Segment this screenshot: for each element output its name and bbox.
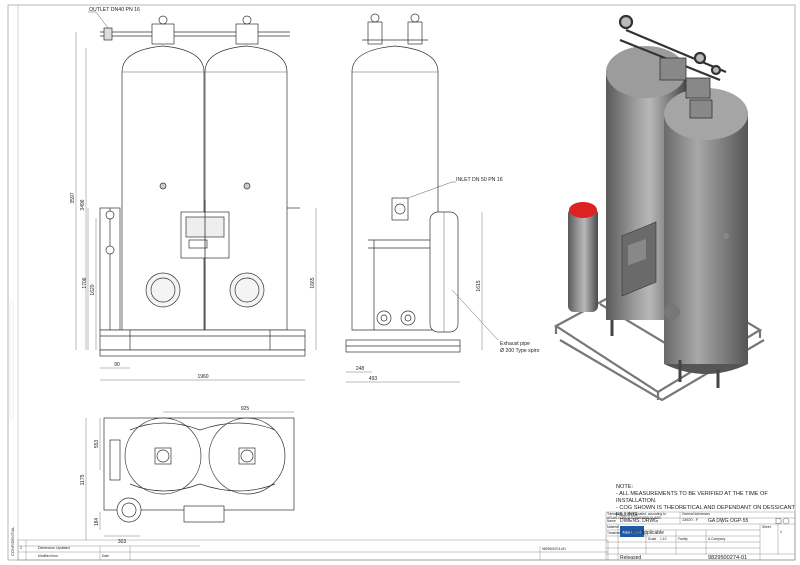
tb-drawing-title: GA DWG OGP-55 (708, 517, 749, 524)
tb-doc-number: 9829500274-01 (708, 554, 748, 561)
tb-tolerances: Tolerances, if not indicated, according … (607, 512, 666, 516)
outlet-callout: OUTLET DN40 PN 16 (89, 7, 140, 13)
atlas-copco-logo (620, 526, 644, 537)
tb-sheet: 1 (780, 530, 782, 534)
dim-top-height-1: 553 (94, 440, 100, 449)
side-view (345, 13, 461, 353)
dim-front-offset: 90 (114, 362, 120, 368)
tb-date-label: Date (102, 553, 109, 558)
dim-side-height: 1615 (476, 280, 482, 291)
projection-symbol (775, 517, 790, 525)
top-view (103, 417, 295, 523)
tb-treatment: Not Applicable (632, 529, 664, 536)
dim-front-height-right: 1665 (310, 277, 316, 288)
dim-front-width: 1960 (197, 374, 208, 380)
notes-line-2: - COG SHOWN IS THEORETICAL AND DEPENDANT… (616, 505, 795, 518)
dim-top-height-2: 1175 (80, 474, 86, 485)
tb-family-label: Family (678, 536, 688, 541)
dim-front-height-vessel: 3496 (80, 199, 86, 210)
tb-general-tolerances: General tolerances (682, 512, 710, 516)
dim-side-width: 493 (369, 376, 378, 382)
tb-company-label: A.Company (708, 536, 726, 541)
tb-scale-label: Scale (648, 536, 657, 541)
tb-standard: ATLAS COPCO STANDARD CLASS (607, 516, 661, 520)
title-block (17, 511, 796, 561)
notes-line-1: - ALL MEASUREMENTS TO BE VERIFIED AT THE… (616, 491, 768, 504)
tb-revision-label: Dimension Updated (38, 545, 70, 550)
dim-front-height-total: 3597 (70, 192, 76, 203)
dim-front-height-1: 1706 (82, 277, 88, 288)
tb-sheet-label: Sheet (762, 524, 771, 529)
tb-name-label: Name (607, 518, 616, 523)
tb-scale: 1:10 (660, 536, 667, 541)
side-strip-text: CONFIDENTIAL (10, 526, 15, 556)
notes-title: NOTE: (616, 484, 634, 490)
dim-top-height-3: 184 (94, 518, 100, 527)
tb-status: Released (620, 554, 642, 561)
front-view (99, 15, 306, 357)
notes: NOTE: - ALL MEASUREMENTS TO BE VERIFIED … (616, 484, 800, 519)
dim-side-offset: 248 (356, 366, 365, 372)
dim-top-offset: 303 (118, 539, 127, 545)
logo-text: Atlas Copco (621, 531, 641, 535)
inlet-callout: INLET DN 50 PN 16 (456, 177, 503, 183)
tb-material-label: Material (607, 524, 619, 529)
exhaust-callout-1: Exhaust pipe (500, 341, 530, 347)
dim-top-width: 925 (241, 406, 250, 412)
tb-iso: 13920 - F (682, 518, 699, 522)
tb-name: DIMENS. DRWG (620, 517, 658, 524)
dim-front-height-2: 1620 (90, 284, 96, 295)
isometric-view (553, 14, 765, 402)
tb-revision-no: 2 (20, 545, 22, 550)
tb-model-ref: 9829500274-M1 (542, 547, 567, 551)
tb-modified-from: Modified from (38, 553, 58, 558)
exhaust-callout-2: Ø 200 Type spiro (500, 348, 540, 354)
tb-treatment-label: Treatment (607, 530, 622, 535)
